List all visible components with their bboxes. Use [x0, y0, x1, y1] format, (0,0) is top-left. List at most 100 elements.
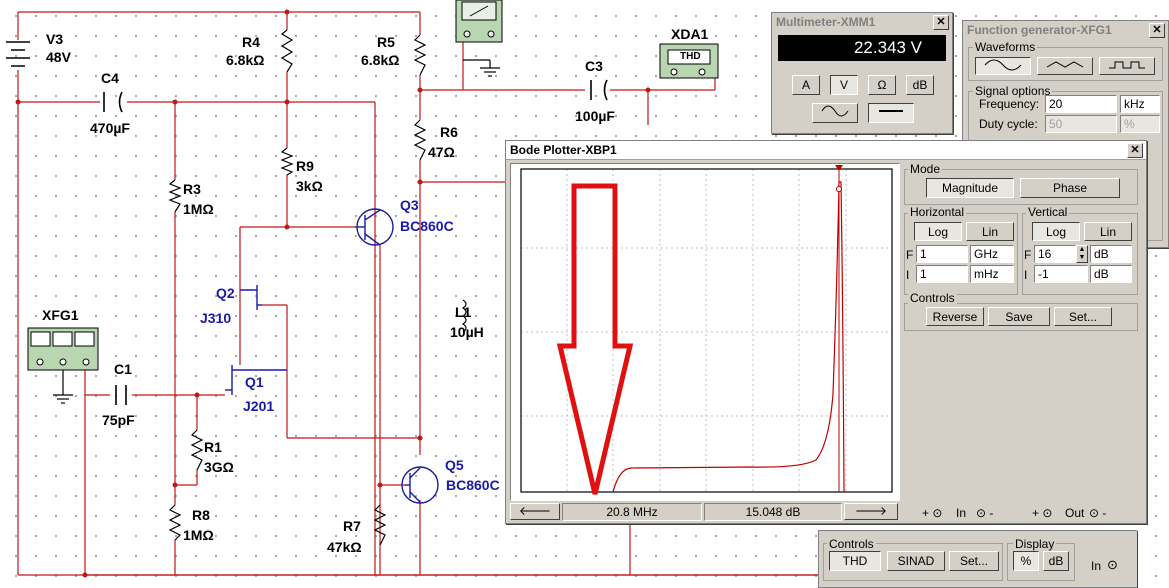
q1-name[interactable]: Q1 — [245, 374, 264, 390]
horizontal-log-button[interactable]: Log — [914, 222, 962, 241]
function-generator-title[interactable]: Function generator-XFG1 — [963, 21, 1168, 39]
vertical-final-spinner[interactable]: ▲▼ — [1076, 245, 1088, 263]
xfg1-instrument — [27, 327, 99, 371]
distortion-in-terminal-icon[interactable]: ⊙ — [1107, 557, 1118, 572]
bode-close-button[interactable]: ✕ — [1127, 143, 1143, 158]
function-generator-close-button[interactable]: ✕ — [1149, 23, 1165, 38]
r9-name[interactable]: R9 — [296, 158, 314, 174]
distortion-controls-label: Controls — [827, 537, 876, 551]
r5-value[interactable]: 6.8kΩ — [361, 52, 400, 68]
sinad-button[interactable]: SINAD — [887, 551, 945, 571]
r4-name[interactable]: R4 — [242, 34, 260, 50]
q2-name[interactable]: Q2 — [216, 285, 235, 301]
bode-plotter-window[interactable]: Bode Plotter-XBP1 ✕ 🡐 20.8 MHz 15.048 dB… — [505, 140, 1147, 524]
db-display-button[interactable]: dB — [1043, 551, 1069, 571]
multimeter-volt-button[interactable]: V — [830, 75, 858, 95]
dc-line-icon — [879, 110, 903, 112]
bode-out-label: Out — [1065, 506, 1085, 520]
r1-value[interactable]: 3GΩ — [204, 459, 234, 475]
bode-save-button[interactable]: Save — [988, 307, 1050, 326]
q3-value[interactable]: BC860C — [400, 218, 454, 234]
l1-value[interactable]: 10µH — [450, 324, 484, 340]
bode-title[interactable]: Bode Plotter-XBP1 — [506, 141, 1146, 160]
xda1-instrument — [659, 43, 719, 79]
r7-name[interactable]: R7 — [343, 518, 361, 534]
multimeter-db-button[interactable]: dB — [906, 75, 934, 95]
r9-value[interactable]: 3kΩ — [296, 178, 323, 194]
frequency-input[interactable]: 20 — [1045, 95, 1117, 113]
duty-cycle-input[interactable]: 50 — [1045, 115, 1117, 133]
vertical-initial-unit[interactable]: dB — [1090, 265, 1132, 283]
horizontal-initial-input[interactable]: 1 — [916, 265, 968, 283]
distortion-analyzer-window[interactable]: Controls THD SINAD Set... Display % dB I… — [818, 530, 1137, 588]
vertical-initial-input[interactable]: -1 — [1034, 265, 1088, 283]
in-minus-terminal-icon[interactable]: ⊙ - — [976, 506, 994, 520]
sine-wave-button[interactable] — [975, 57, 1031, 75]
mode-label: Mode — [908, 162, 943, 176]
r5-name[interactable]: R5 — [377, 34, 395, 50]
waveforms-label: Waveforms — [973, 40, 1038, 54]
horizontal-final-unit[interactable]: GHz — [970, 245, 1014, 263]
c3-name[interactable]: C3 — [585, 58, 603, 74]
l1-name[interactable]: L1 — [455, 304, 472, 320]
c1-name[interactable]: C1 — [114, 361, 132, 377]
c1-value[interactable]: 75pF — [102, 412, 135, 428]
r6-name[interactable]: R6 — [440, 124, 458, 140]
xda1-name[interactable]: XDA1 — [671, 26, 709, 42]
phase-button[interactable]: Phase — [1020, 178, 1120, 198]
triangle-wave-button[interactable] — [1037, 57, 1093, 75]
out-plus-terminal-icon[interactable]: + ⊙ — [1032, 506, 1053, 520]
duty-cycle-unit: % — [1120, 115, 1160, 133]
horizontal-lin-button[interactable]: Lin — [966, 222, 1014, 241]
r6-value[interactable]: 47Ω — [428, 144, 455, 160]
q5-value[interactable]: BC860C — [446, 477, 500, 493]
vertical-final-unit[interactable]: dB — [1090, 245, 1132, 263]
vertical-log-button[interactable]: Log — [1032, 222, 1080, 241]
reverse-button[interactable]: Reverse — [926, 307, 984, 326]
q5-name[interactable]: Q5 — [445, 457, 464, 473]
q3-name[interactable]: Q3 — [400, 197, 419, 213]
in-plus-terminal-icon[interactable]: + ⊙ — [922, 506, 943, 520]
c3-value[interactable]: 100µF — [575, 108, 615, 124]
bode-set-button[interactable]: Set... — [1054, 307, 1112, 326]
bode-in-label: In — [956, 506, 967, 520]
c4-name[interactable]: C4 — [101, 70, 119, 86]
r8-value[interactable]: 1MΩ — [183, 527, 214, 543]
r1-name[interactable]: R1 — [204, 439, 222, 455]
r8-name[interactable]: R8 — [192, 507, 210, 523]
out-minus-terminal-icon[interactable]: ⊙ - — [1089, 506, 1107, 520]
horizontal-initial-unit[interactable]: mHz — [970, 265, 1014, 283]
xfg1-name[interactable]: XFG1 — [42, 307, 79, 323]
multimeter-window[interactable]: Multimeter-XMM1 ✕ 22.343 V A V Ω dB — [771, 12, 953, 134]
percent-button[interactable]: % — [1013, 551, 1039, 571]
r3-name[interactable]: R3 — [183, 181, 201, 197]
v3-name[interactable]: V3 — [46, 31, 64, 47]
r4-value[interactable]: 6.8kΩ — [226, 52, 265, 68]
cursor-right-arrow-button[interactable]: 🡒 — [844, 503, 898, 520]
multimeter-ac-button[interactable] — [812, 103, 858, 123]
multimeter-ohm-button[interactable]: Ω — [868, 75, 896, 95]
v3-value[interactable]: 48V — [46, 49, 71, 65]
voltmeter-instrument — [455, 0, 503, 43]
q2-value[interactable]: J310 — [200, 310, 232, 326]
bode-plot-area[interactable] — [510, 163, 900, 501]
q1-value[interactable]: J201 — [243, 398, 275, 414]
magnitude-button[interactable]: Magnitude — [926, 178, 1014, 198]
bode-controls-group — [904, 303, 1138, 331]
multimeter-amp-button[interactable]: A — [792, 75, 820, 95]
vertical-final-input[interactable]: 16 — [1034, 245, 1076, 263]
frequency-unit-select[interactable]: kHz — [1120, 95, 1160, 113]
multimeter-dc-button[interactable] — [868, 103, 914, 123]
horizontal-final-input[interactable]: 1 — [916, 245, 968, 263]
r3-value[interactable]: 1MΩ — [183, 201, 214, 217]
square-wave-button[interactable] — [1099, 57, 1155, 75]
cursor-left-arrow-button[interactable]: 🡐 — [510, 503, 560, 520]
r7-value[interactable]: 47kΩ — [327, 539, 362, 555]
cursor-gain-readout: 15.048 dB — [704, 503, 842, 521]
multimeter-title[interactable]: Multimeter-XMM1 — [772, 13, 952, 31]
multimeter-close-button[interactable]: ✕ — [933, 15, 949, 30]
thd-button[interactable]: THD — [829, 551, 881, 571]
vertical-lin-button[interactable]: Lin — [1084, 222, 1132, 241]
c4-value[interactable]: 470µF — [90, 120, 130, 136]
distortion-set-button[interactable]: Set... — [949, 551, 999, 571]
